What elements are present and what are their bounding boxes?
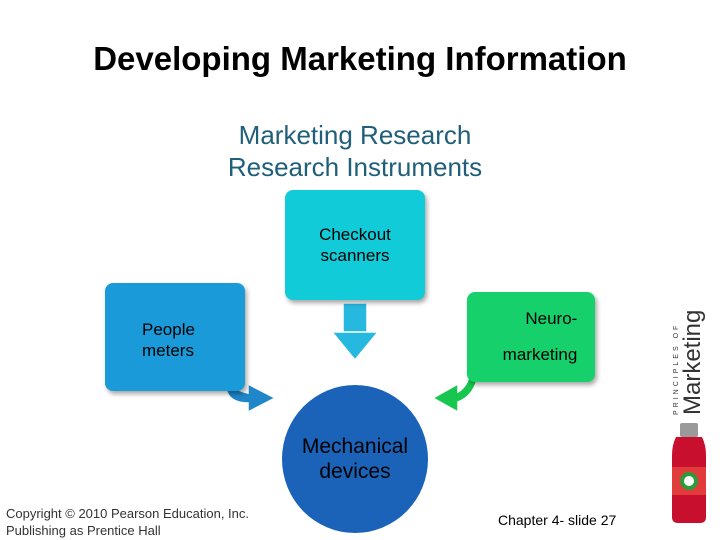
checkout-label-line1: Checkout — [319, 224, 391, 244]
book-branding: PRINCIPLES OF Marketing — [668, 295, 718, 525]
bottle-icon: PRINCIPLES OF Marketing — [672, 310, 706, 523]
mech-label-line1: Mechanical — [301, 434, 409, 458]
arrow-curve-left-icon — [431, 370, 479, 414]
people-label-line2: meters — [142, 341, 194, 361]
slide-title: Developing Marketing Information — [93, 40, 627, 77]
checkout-scanners-box: Checkout scanners — [285, 190, 425, 300]
checkout-label-line2: scanners — [320, 246, 390, 265]
neuro-label-line1: Neuro- — [525, 309, 578, 328]
arrow-down-icon — [330, 302, 380, 362]
mechanical-devices-circle: Mechanical devices — [282, 385, 428, 533]
subtitle-line1: Marketing Research — [238, 120, 472, 150]
copyright-line1: Copyright © 2010 Pearson Education, Inc. — [6, 506, 250, 521]
neuromarketing-box: Neuro- marketing — [467, 292, 595, 382]
copyright-notice: Copyright © 2010 Pearson Education, Inc.… — [6, 505, 249, 539]
series-text: PRINCIPLES OF — [673, 323, 680, 415]
neuro-label-line2: marketing — [502, 345, 578, 364]
mech-label-line2: devices — [319, 460, 391, 483]
people-label-line1: People — [142, 320, 195, 339]
copyright-line2: Publishing as Prentice Hall — [6, 523, 161, 538]
chapter-slide-number: Chapter 4- slide 27 — [498, 512, 617, 528]
book-title-text: Marketing — [679, 310, 706, 415]
subtitle-line2: Research Instruments — [227, 152, 483, 182]
people-meters-box: People meters — [105, 283, 245, 391]
